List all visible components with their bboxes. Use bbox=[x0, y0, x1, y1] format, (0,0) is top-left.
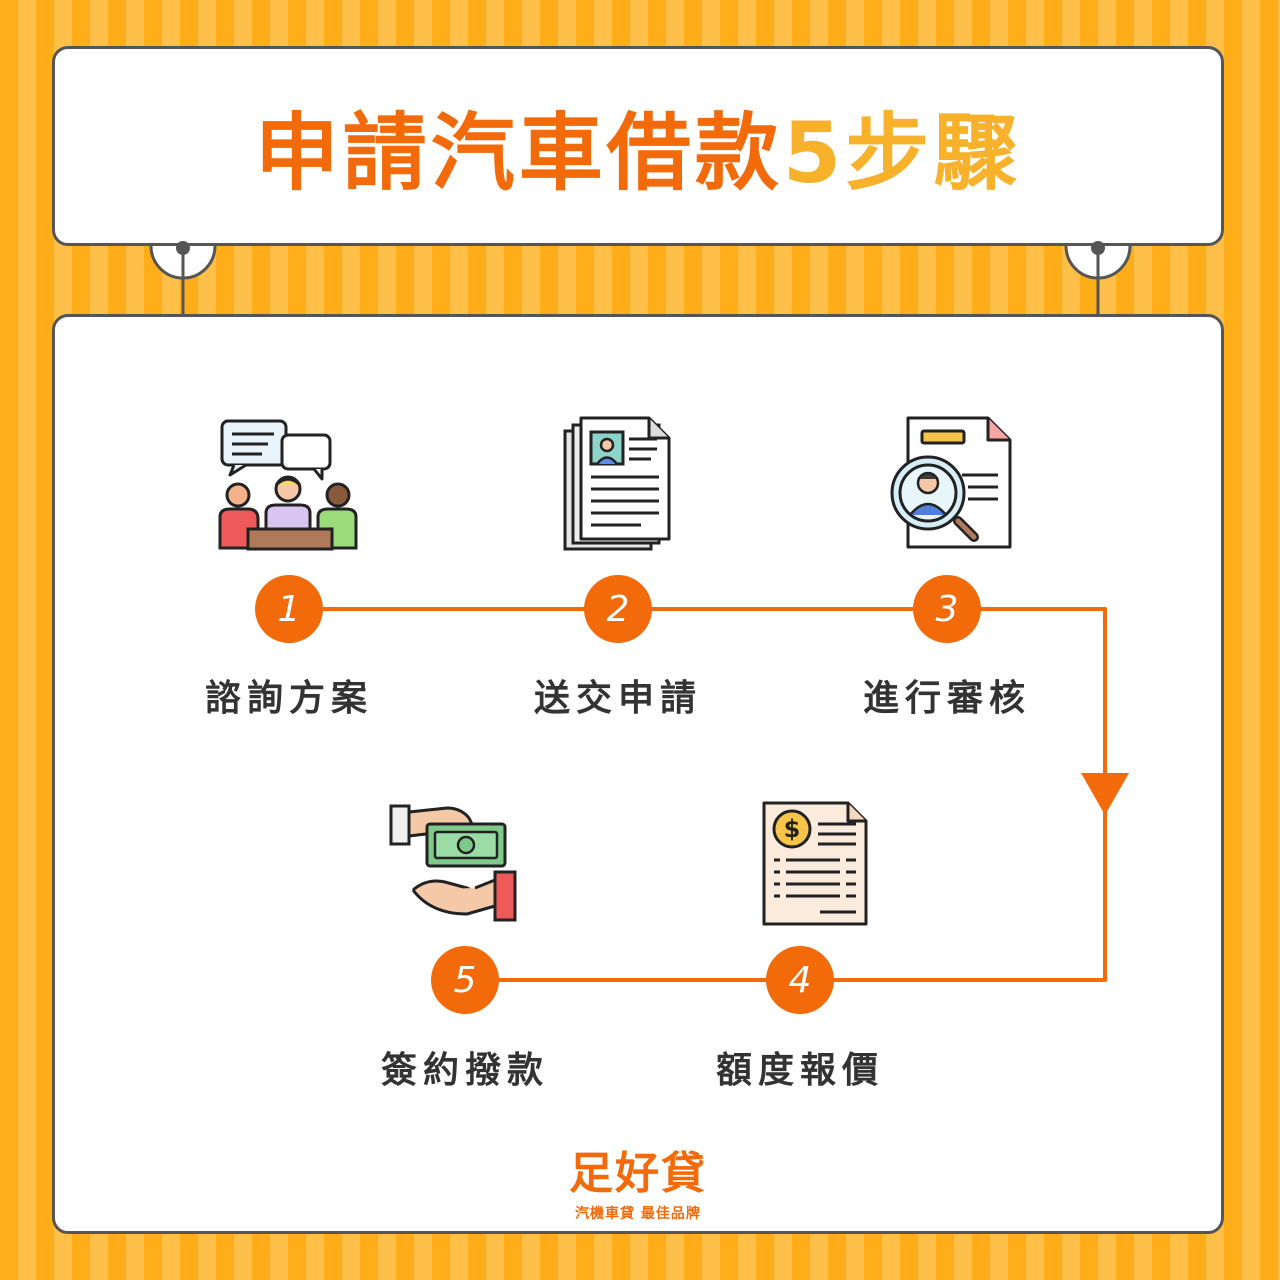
svg-text:$: $ bbox=[784, 815, 801, 843]
flow-arrow-down-icon bbox=[1081, 773, 1129, 815]
step-3-number: 3 bbox=[913, 575, 981, 643]
step-5-label: 簽約撥款 bbox=[380, 1050, 549, 1091]
document-review-magnifier-icon bbox=[890, 416, 1012, 549]
title-main: 申請汽車借款 bbox=[254, 103, 783, 202]
step-2-label: 送交申請 bbox=[533, 678, 702, 719]
brand-name: 足好貸 bbox=[569, 1148, 707, 1199]
consultation-meeting-icon bbox=[218, 419, 358, 551]
left-hanger bbox=[149, 241, 217, 318]
brand-logo: 足好貸 汽機車貸 最佳品牌 bbox=[55, 1137, 1221, 1223]
step-4-label: 額度報價 bbox=[715, 1050, 884, 1091]
steps-panel: $ 1 2 3 4 5 諮詢方案 送交申請 進行審核 額度報價 簽約撥款 足好貸… bbox=[52, 314, 1224, 1234]
cash-handover-icon bbox=[389, 804, 517, 922]
brand-tagline: 汽機車貸 最佳品牌 bbox=[575, 1206, 701, 1222]
application-document-icon bbox=[563, 416, 671, 551]
step-3-label: 進行審核 bbox=[862, 678, 1031, 719]
step-5-number: 5 bbox=[431, 946, 499, 1014]
title-panel: 申請汽車借款5步驟 bbox=[52, 46, 1224, 246]
step-4-number: 4 bbox=[766, 946, 834, 1014]
quotation-invoice-icon: $ bbox=[762, 801, 868, 926]
right-hanger bbox=[1064, 241, 1132, 318]
page-title: 申請汽車借款5步驟 bbox=[255, 86, 1021, 207]
step-1-label: 諮詢方案 bbox=[204, 678, 373, 719]
step-2-number: 2 bbox=[584, 575, 652, 643]
step-1-number: 1 bbox=[255, 575, 323, 643]
title-steps: 5步驟 bbox=[782, 103, 1022, 202]
